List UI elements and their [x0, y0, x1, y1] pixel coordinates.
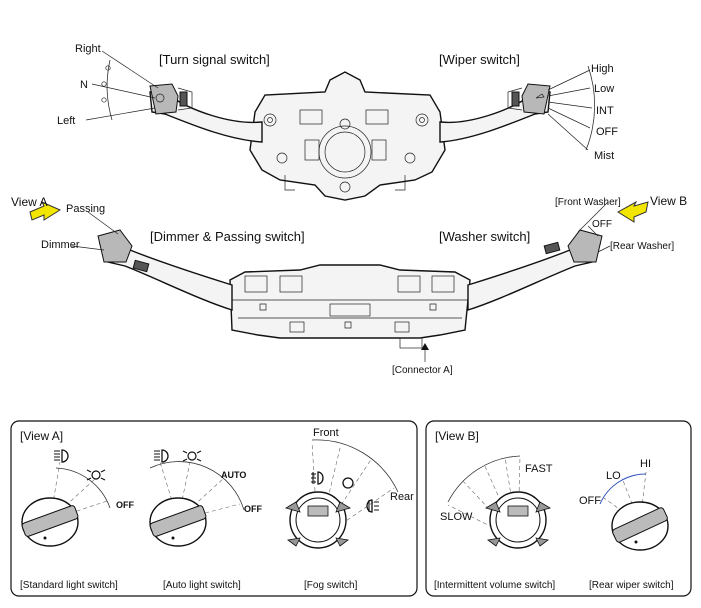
auto-light-switch-caption: [Auto light switch]	[163, 580, 241, 591]
washer-switch-title: [Washer switch]	[439, 229, 530, 244]
view-b-title: [View B]	[435, 429, 479, 443]
standard-light-switch	[21, 449, 111, 547]
wiper-position-int: INT	[596, 105, 614, 117]
parking-lamp-icon	[86, 469, 106, 481]
auto-position-label: AUTO	[221, 470, 246, 480]
dimmer-passing-switch-title: [Dimmer & Passing switch]	[150, 229, 305, 244]
auto-light-switch	[149, 449, 245, 547]
view-a-panel	[10, 420, 418, 597]
front-washer-label: [Front Washer]	[555, 197, 621, 208]
wiper-switch-title: [Wiper switch]	[439, 52, 520, 67]
auto-off-label: OFF	[244, 504, 262, 514]
dimmer-label: Dimmer	[41, 239, 80, 251]
rear-washer-label: [Rear Washer]	[610, 241, 674, 252]
view-a-arrow	[29, 200, 62, 221]
fog-switch	[285, 439, 399, 549]
turn-position-n: N	[80, 79, 88, 91]
rear-wiper-switch	[599, 471, 669, 551]
rear-fog-icon	[366, 499, 379, 513]
wiper-position-high: High	[591, 63, 614, 75]
headlamp-icon	[154, 449, 169, 463]
standard-off-label: OFF	[116, 500, 134, 510]
wiper-position-mist: Mist	[594, 150, 614, 162]
fog-front-label: Front	[313, 427, 339, 439]
rear-wiper-off-label: OFF	[579, 495, 601, 507]
turn-position-right: Right	[75, 43, 101, 55]
passing-label: Passing	[66, 203, 105, 215]
fog-switch-caption: [Fog switch]	[304, 580, 358, 591]
connector-a-label: [Connector A]	[392, 365, 453, 376]
top-switch-assembly	[85, 50, 595, 201]
headlamp-icon	[54, 449, 69, 463]
fog-rear-label: Rear	[390, 491, 414, 503]
view-b-label: View B	[650, 194, 687, 208]
turn-position-left: Left	[57, 115, 75, 127]
standard-light-switch-caption: [Standard light switch]	[20, 580, 118, 591]
view-b-panel	[425, 420, 692, 597]
view-a-title: [View A]	[20, 429, 63, 443]
view-b-arrow	[617, 200, 649, 223]
rear-wiper-switch-caption: [Rear wiper switch]	[589, 580, 674, 591]
washer-off-label: OFF	[592, 219, 612, 230]
intermittent-volume-switch	[447, 455, 551, 549]
front-fog-icon	[311, 471, 324, 485]
wiper-position-low: Low	[594, 83, 614, 95]
fast-label: FAST	[525, 463, 553, 475]
rear-wiper-hi-label: HI	[640, 458, 651, 470]
turn-signal-switch-title: [Turn signal switch]	[159, 52, 270, 67]
parking-lamp-icon	[182, 450, 202, 462]
middle-switch-assembly	[29, 200, 649, 362]
view-a-label: View A	[11, 195, 47, 209]
wiper-position-off: OFF	[596, 126, 618, 138]
rear-wiper-lo-label: LO	[606, 470, 621, 482]
intermittent-volume-switch-caption: [Intermittent volume switch]	[434, 580, 555, 591]
slow-label: SLOW	[440, 511, 473, 523]
